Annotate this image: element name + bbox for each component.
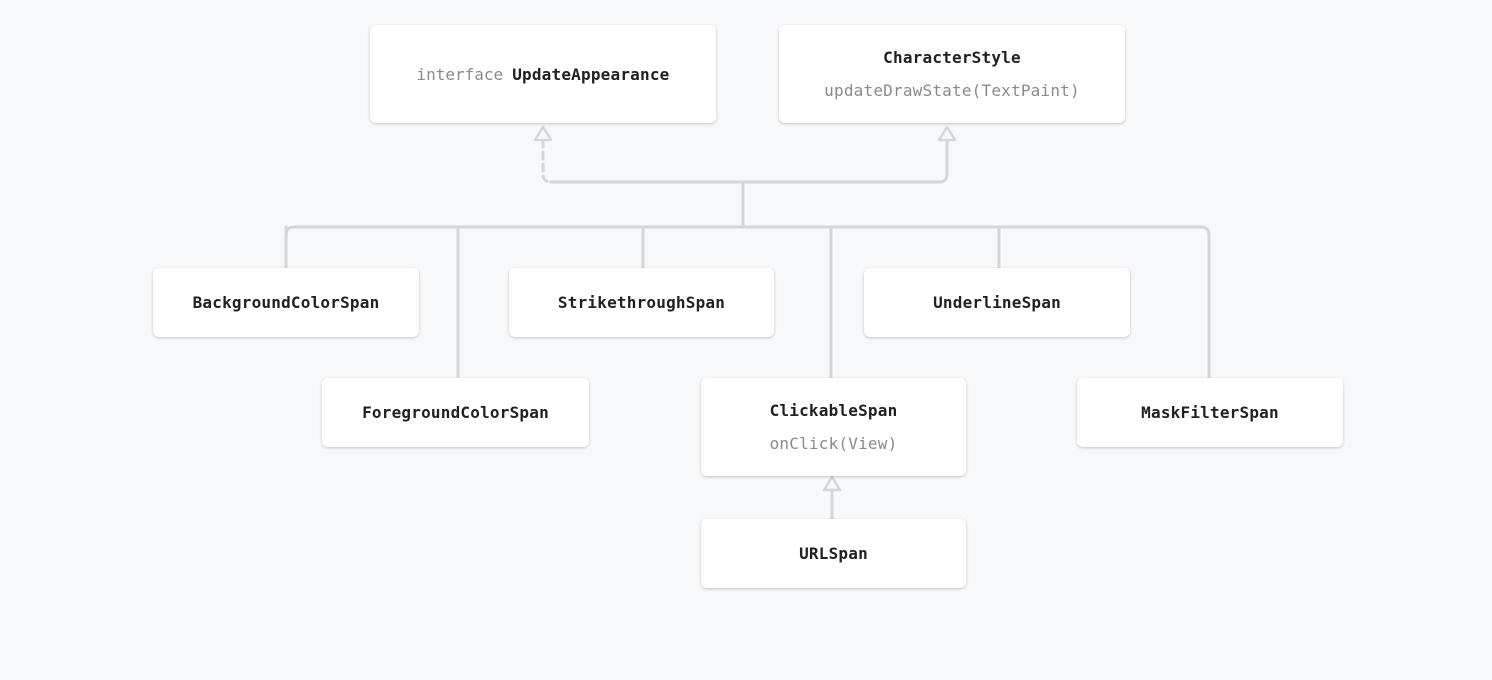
arrowhead-character-style [937,125,957,142]
node-url-span: URLSpan [701,519,966,588]
node-foreground-color-span: ForegroundColorSpan [322,378,589,447]
node-character-style: CharacterStyle updateDrawState(TextPaint… [779,25,1125,123]
node-clickable-span: ClickableSpan onClick(View) [701,378,966,476]
class-name: ForegroundColorSpan [362,403,549,422]
arrowhead-clickable-span [822,475,842,492]
method-signature: updateDrawState(TextPaint) [824,81,1080,100]
method-signature: onClick(View) [769,434,898,453]
extends-line [549,138,949,184]
node-mask-filter-span: MaskFilterSpan [1077,378,1343,447]
interface-keyword: interface [416,64,504,84]
class-name: ClickableSpan [769,401,898,420]
class-name: UnderlineSpan [933,293,1061,312]
class-name: CharacterStyle [883,48,1021,67]
node-update-appearance: interface UpdateAppearance [370,25,716,123]
class-name: URLSpan [799,544,868,563]
class-name: StrikethroughSpan [557,293,726,312]
class-name: MaskFilterSpan [1141,403,1279,422]
node-strikethrough-span: StrikethroughSpan [509,268,774,337]
class-name: BackgroundColorSpan [192,293,380,312]
class-name: UpdateAppearance [512,64,670,84]
implements-line [541,138,553,184]
arrowhead-update-appearance [533,125,553,142]
node-background-color-span: BackgroundColorSpan [153,268,419,337]
node-underline-span: UnderlineSpan [864,268,1130,337]
